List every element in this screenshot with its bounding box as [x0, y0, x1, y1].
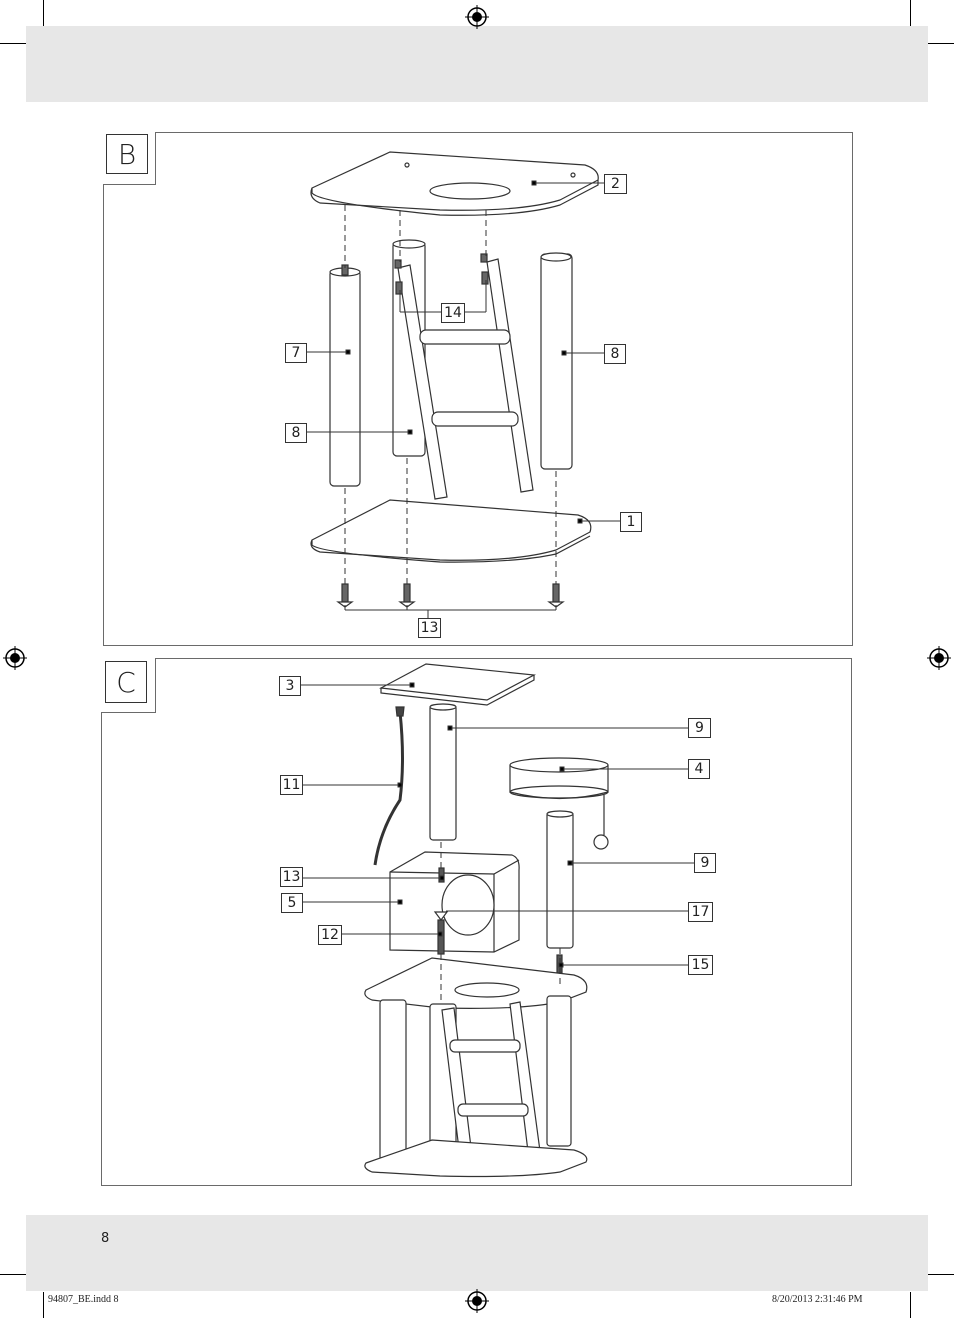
crop-mark: [910, 0, 911, 26]
registration-mark-icon: [465, 5, 489, 29]
callout-12: 12: [318, 925, 342, 945]
callout-17: 17: [688, 902, 713, 922]
header-band: [26, 26, 928, 102]
callout-15: 15: [688, 955, 713, 975]
bottom-platform: [310, 499, 592, 561]
callout-13: 13: [418, 618, 441, 638]
post-9-upper: [429, 704, 457, 841]
registration-mark-icon: [3, 646, 27, 670]
rope-11: [373, 711, 404, 866]
footer-band: [26, 1215, 928, 1291]
crop-mark: [910, 1292, 911, 1318]
crop-mark: [0, 43, 26, 44]
step-c-letter: C: [105, 661, 147, 703]
callout-14: 14: [441, 303, 465, 323]
top-board-3: [379, 663, 537, 701]
screw-13: [336, 583, 354, 608]
top-platform: [310, 151, 599, 211]
callout-3: 3: [279, 676, 301, 696]
callout-5: 5: [281, 893, 303, 913]
print-timestamp: 8/20/2013 2:31:46 PM: [772, 1294, 863, 1305]
ladder-rung: [419, 329, 511, 345]
ladder-rung: [431, 411, 519, 427]
callout-13: 13: [280, 867, 303, 887]
crop-mark: [928, 1274, 954, 1275]
registration-mark-icon: [465, 1289, 489, 1313]
screw-13: [547, 583, 565, 608]
callout-4: 4: [688, 759, 710, 779]
callout-8-left: 8: [285, 423, 307, 443]
ladder-left-rail: [397, 264, 448, 500]
registration-mark-icon: [927, 646, 951, 670]
screw-13: [398, 583, 416, 608]
crop-mark: [43, 1292, 44, 1318]
callout-9-lower: 9: [694, 853, 716, 873]
callout-11: 11: [280, 775, 303, 795]
base-bottom-platform: [364, 1139, 588, 1178]
callout-9-upper: 9: [688, 718, 711, 738]
file-slug: 94807_BE.indd 8: [48, 1294, 119, 1305]
toy-ball: [593, 834, 609, 850]
post-8-right: [540, 253, 573, 470]
callout-1: 1: [620, 512, 642, 532]
callout-7: 7: [285, 343, 307, 363]
post-9-lower: [546, 811, 574, 949]
crop-mark: [928, 43, 954, 44]
crop-mark: [0, 1274, 26, 1275]
callout-2: 2: [604, 174, 627, 194]
crop-mark: [43, 0, 44, 26]
post-7: [329, 269, 361, 487]
ladder-right-rail: [486, 258, 534, 493]
page-number: 8: [101, 1231, 110, 1246]
step-b-letter: B: [106, 134, 148, 174]
callout-8-right: 8: [604, 344, 626, 364]
